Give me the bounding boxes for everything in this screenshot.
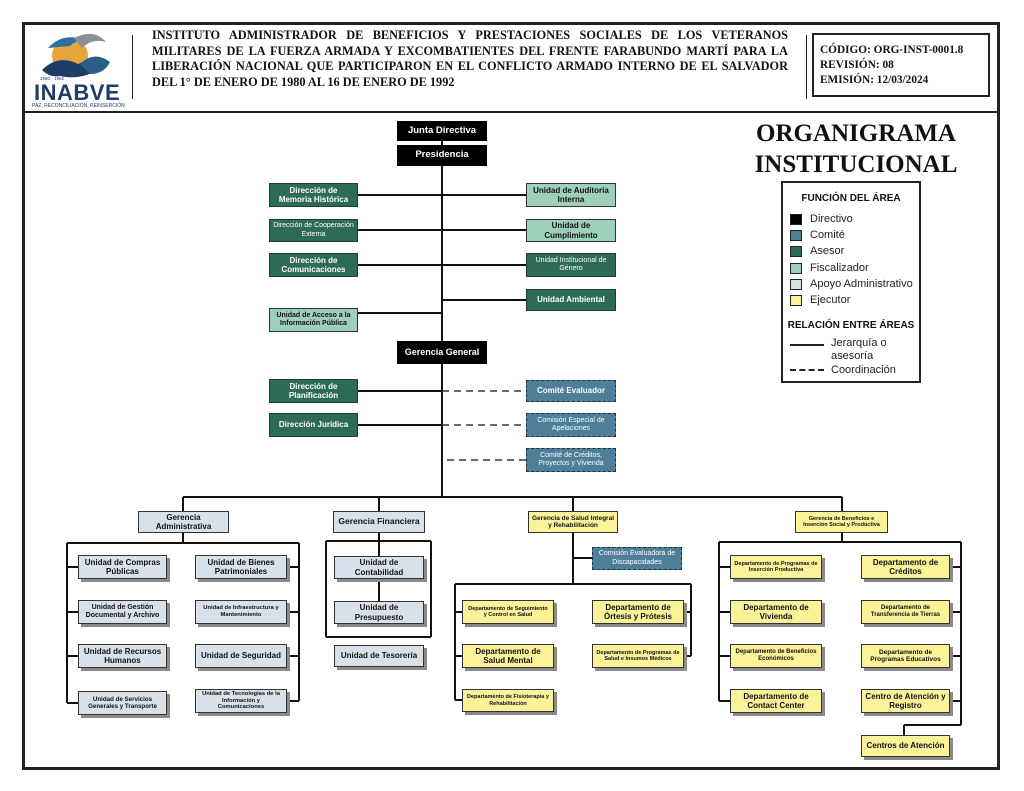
node-centros-atencion: Centros de Atención <box>861 735 950 757</box>
node-gerencia-salud: Gerencia de Salud Integral y Rehabilitac… <box>528 511 618 533</box>
header-divider <box>806 35 807 99</box>
node-acceso-informacion: Unidad de Acceso a la Información Públic… <box>269 308 358 332</box>
node-gerencia-general: Gerencia General <box>397 341 487 364</box>
node-vivienda: Departamento de Vivienda <box>730 600 822 624</box>
node-contabilidad: Unidad de Contabilidad <box>334 556 424 579</box>
node-presupuesto: Unidad de Presupuesto <box>334 601 424 624</box>
legend-item: Apoyo Administrativo <box>790 277 913 291</box>
node-planificacion: Dirección de Planificación <box>269 379 358 403</box>
node-ambiental: Unidad Ambiental <box>526 289 616 311</box>
inabve-logo: 1980 · 1992 <box>40 33 110 81</box>
document-issue-date: EMISIÓN: 12/03/2024 <box>820 74 929 86</box>
page-frame <box>22 22 1000 770</box>
chart-title-line: INSTITUCIONAL <box>754 151 958 178</box>
legend-item: Directivo <box>790 212 853 226</box>
node-memoria-historica: Dirección de Memoria Histórica <box>269 183 358 207</box>
logo-tagline: PAZ, RECONCILIACIÓN, REINSERCIÓN <box>32 103 125 109</box>
node-seguimiento-salud: Departamento de Seguimiento y Control en… <box>462 600 554 624</box>
node-creditos: Departamento de Créditos <box>861 555 950 579</box>
node-juridica: Dirección Jurídica <box>269 413 358 437</box>
document-code: CÓDIGO: ORG-INST-0001.8 <box>820 44 964 56</box>
node-cumplimiento: Unidad de Cumplimiento <box>526 219 616 242</box>
node-recursos-humanos: Unidad de Recursos Humanos <box>78 644 167 668</box>
legend: FUNCIÓN DEL ÁREA Directivo Comité Asesor… <box>781 181 921 383</box>
legend-item: Fiscalizador <box>790 261 869 275</box>
node-comision-discapacidades: Comisión Evaluadora de Discapacidades <box>592 547 682 570</box>
document-revision: REVISIÓN: 08 <box>820 59 894 71</box>
node-gestion-documental: Unidad de Gestión Documental y Archivo <box>78 600 167 624</box>
legend-item: Asesor <box>790 244 844 258</box>
node-infraestructura: Unidad de Infraestructura y Mantenimient… <box>195 600 287 624</box>
logo-wordmark: INABVE <box>34 80 121 105</box>
node-beneficios-economicos: Departamento de Beneficios Económicos <box>730 644 822 668</box>
node-junta-directiva: Junta Directiva <box>397 121 487 141</box>
node-transferencia-tierras: Departamento de Transferencia de Tierras <box>861 600 950 624</box>
node-compras-publicas: Unidad de Compras Públicas <box>78 555 167 579</box>
legend-item: Ejecutor <box>790 293 850 307</box>
node-fisioterapia: Departamento de Fisioterapia y Rehabilit… <box>462 689 554 712</box>
node-auditoria-interna: Unidad de Auditoría Interna <box>526 183 616 207</box>
node-seguridad: Unidad de Seguridad <box>195 644 287 668</box>
node-ortesis-protesis: Departamento de Órtesis y Prótesis <box>592 600 684 624</box>
node-contact-center: Departamento de Contact Center <box>730 689 822 713</box>
legend-item: Comité <box>790 228 845 242</box>
chart-title: ORGANIGRAMA INSTITUCIONAL <box>736 118 976 180</box>
node-programas-salud: Departamento de Programas de Salud e Ins… <box>592 644 684 668</box>
document-code-box: CÓDIGO: ORG-INST-0001.8 REVISIÓN: 08 EMI… <box>812 33 990 97</box>
node-genero: Unidad Institucional de Género <box>526 253 616 277</box>
node-gerencia-financiera: Gerencia Financiera <box>333 511 425 533</box>
node-comite-creditos: Comité de Créditos, Proyectos y Vivienda <box>526 448 616 472</box>
legend-relation-solid: Jerarquía o asesoría <box>790 337 911 363</box>
node-programas-educativos: Departamento de Programas Educativos <box>861 644 950 668</box>
legend-relation-title: RELACIÓN ENTRE ÁREAS <box>787 320 915 331</box>
node-comision-apelaciones: Comisión Especial de Apelaciones <box>526 413 616 437</box>
node-comite-evaluador: Comité Evaluador <box>526 380 616 402</box>
node-tecnologias-informacion: Unidad de Tecnologías de la Información … <box>195 689 287 713</box>
legend-function-title: FUNCIÓN DEL ÁREA <box>801 193 901 204</box>
node-cooperacion-externa: Dirección de Cooperación Externa <box>269 219 358 242</box>
header-bar <box>25 25 997 113</box>
chart-title-line: ORGANIGRAMA <box>756 120 956 147</box>
node-comunicaciones: Dirección de Comunicaciones <box>269 253 358 277</box>
svg-text:1980 · 1992: 1980 · 1992 <box>40 76 65 81</box>
node-insercion-productiva: Departamento de Programas de Inserción P… <box>730 555 822 579</box>
header-divider <box>132 35 133 99</box>
node-bienes-patrimoniales: Unidad de Bienes Patrimoniales <box>195 555 287 579</box>
node-salud-mental: Departamento de Salud Mental <box>462 644 554 668</box>
legend-relation-dashed: Coordinación <box>790 363 896 377</box>
institution-name: INSTITUTO ADMINISTRADOR DE BENEFICIOS Y … <box>152 28 788 89</box>
node-tesoreria: Unidad de Tesorería <box>334 645 424 667</box>
node-gerencia-administrativa: Gerencia Administrativa <box>138 511 229 533</box>
node-centro-atencion-registro: Centro de Atención y Registro <box>861 689 950 713</box>
node-presidencia: Presidencia <box>397 145 487 166</box>
node-gerencia-beneficios: Gerencia de Beneficios e Inserción Socia… <box>795 511 888 533</box>
node-servicios-generales: Unidad de Servicios Generales y Transpor… <box>78 691 167 715</box>
